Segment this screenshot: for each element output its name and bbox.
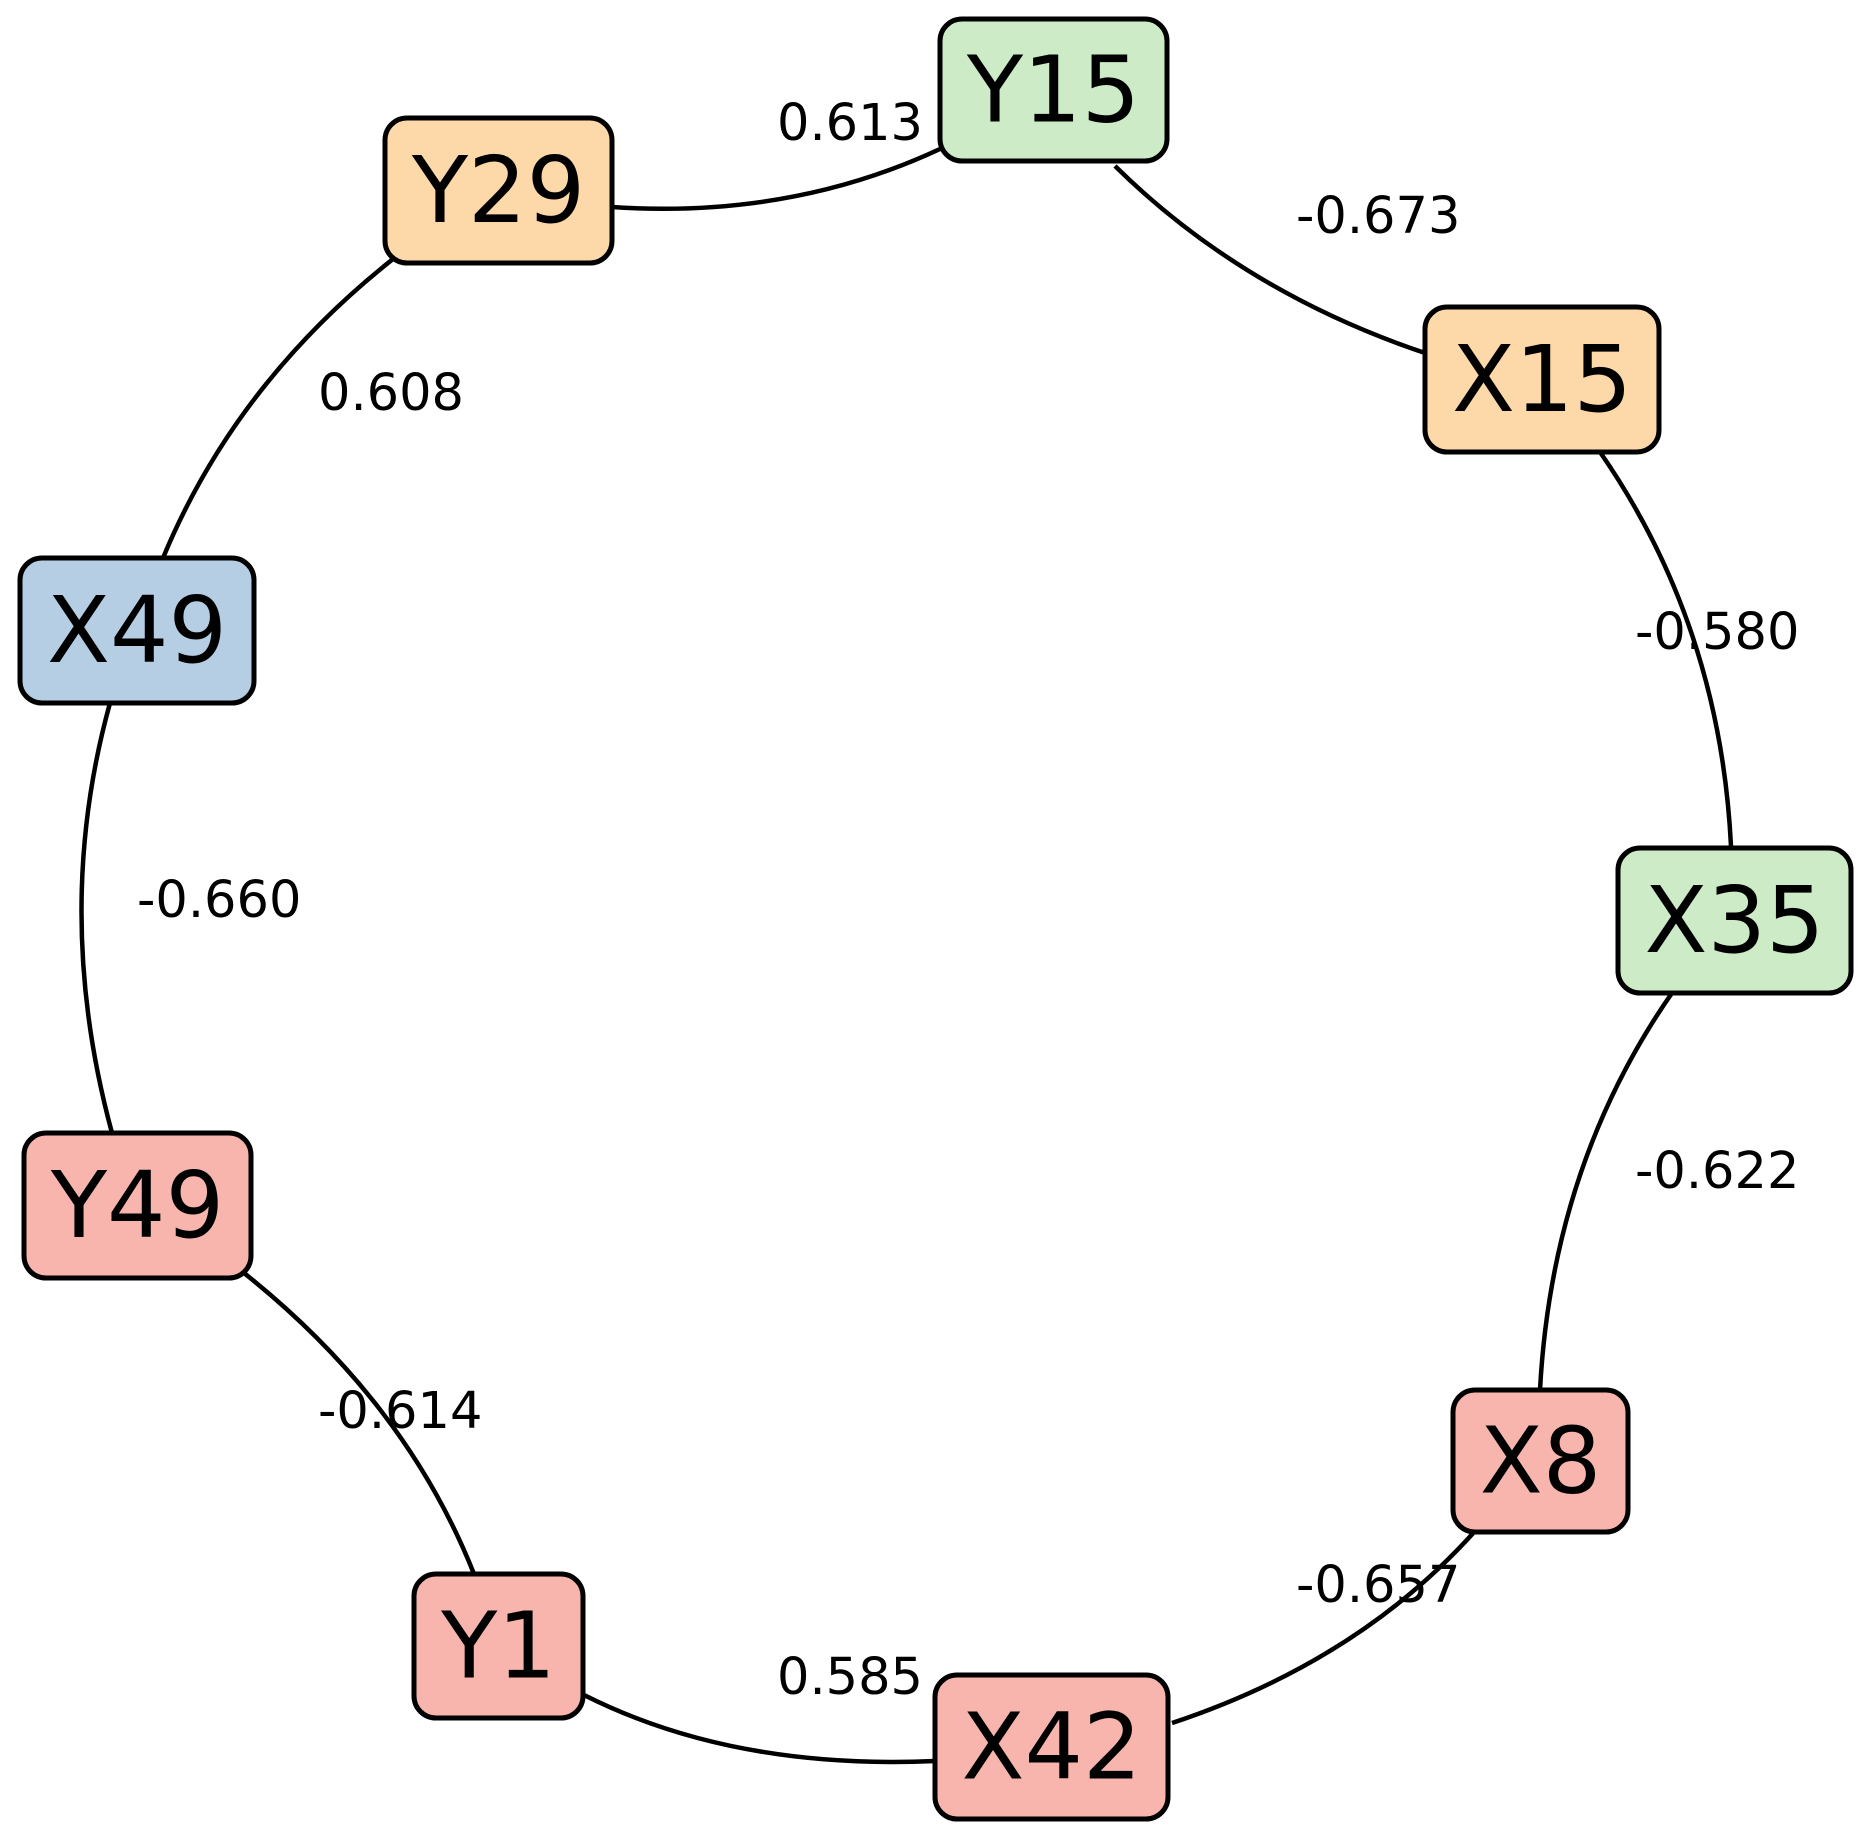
node-Y15[interactable]: Y15 xyxy=(937,16,1170,164)
node-layer: Y15 X15 X35 X8 X42 Y1 Y49 X49 xyxy=(17,16,1854,1822)
node-X8[interactable]: X8 xyxy=(1450,1387,1631,1535)
edge-layer xyxy=(79,146,1734,1765)
node-Y49[interactable]: Y49 xyxy=(21,1130,254,1281)
node-box-X35 xyxy=(1615,845,1854,996)
edge-X35-X8 xyxy=(1537,991,1674,1391)
node-label-X8: X8 xyxy=(1480,1408,1602,1515)
node-box-X15 xyxy=(1422,304,1662,455)
node-Y1[interactable]: Y1 xyxy=(411,1571,586,1721)
edge-label-X8-X42: -0.657 xyxy=(1296,1556,1460,1615)
node-box-Y49 xyxy=(21,1130,254,1281)
node-X42[interactable]: X42 xyxy=(932,1672,1171,1822)
node-X35[interactable]: X35 xyxy=(1615,845,1854,996)
node-box-Y15 xyxy=(937,16,1170,164)
node-label-X35: X35 xyxy=(1644,867,1824,974)
edge-label-X35-X8: -0.622 xyxy=(1635,1142,1799,1201)
edge-Y29-X49 xyxy=(160,257,395,559)
node-label-Y49: Y49 xyxy=(50,1152,224,1259)
edge-label-X49-Y49: -0.660 xyxy=(137,871,301,930)
edge-label-layer: 0.613 -0.673 -0.580 -0.622 -0.657 0.585 … xyxy=(137,94,1799,1707)
node-box-Y1 xyxy=(411,1571,586,1721)
edge-label-Y29-Y15: 0.613 xyxy=(777,94,923,153)
node-label-X49: X49 xyxy=(47,577,227,684)
edge-Y15-X15 xyxy=(1113,164,1426,356)
edge-Y29-Y15 xyxy=(611,146,941,211)
node-box-X49 xyxy=(17,555,257,706)
edge-X15-X35 xyxy=(1598,450,1734,847)
edge-label-Y49-Y1: -0.614 xyxy=(318,1382,482,1441)
node-label-X15: X15 xyxy=(1452,326,1632,433)
node-label-Y1: Y1 xyxy=(440,1593,556,1700)
edge-Y1-X42 xyxy=(582,1692,936,1765)
edge-label-Y15-X15: -0.673 xyxy=(1296,187,1460,246)
edge-label-Y1-X42: 0.585 xyxy=(777,1648,923,1707)
node-box-X42 xyxy=(932,1672,1171,1822)
node-box-X8 xyxy=(1450,1387,1631,1535)
node-Y29[interactable]: Y29 xyxy=(382,115,615,266)
node-X15[interactable]: X15 xyxy=(1422,304,1662,455)
node-box-Y29 xyxy=(382,115,615,266)
node-label-X42: X42 xyxy=(961,1694,1141,1801)
edge-X8-X42 xyxy=(1171,1528,1478,1726)
edge-Y49-Y1 xyxy=(242,1271,477,1575)
node-label-Y29: Y29 xyxy=(411,137,585,244)
edge-label-Y29-X49: 0.608 xyxy=(318,364,464,423)
edge-X49-Y49 xyxy=(79,702,115,1134)
edge-label-X15-X35: -0.580 xyxy=(1635,603,1799,662)
node-X49[interactable]: X49 xyxy=(17,555,257,706)
node-label-Y15: Y15 xyxy=(966,37,1140,144)
